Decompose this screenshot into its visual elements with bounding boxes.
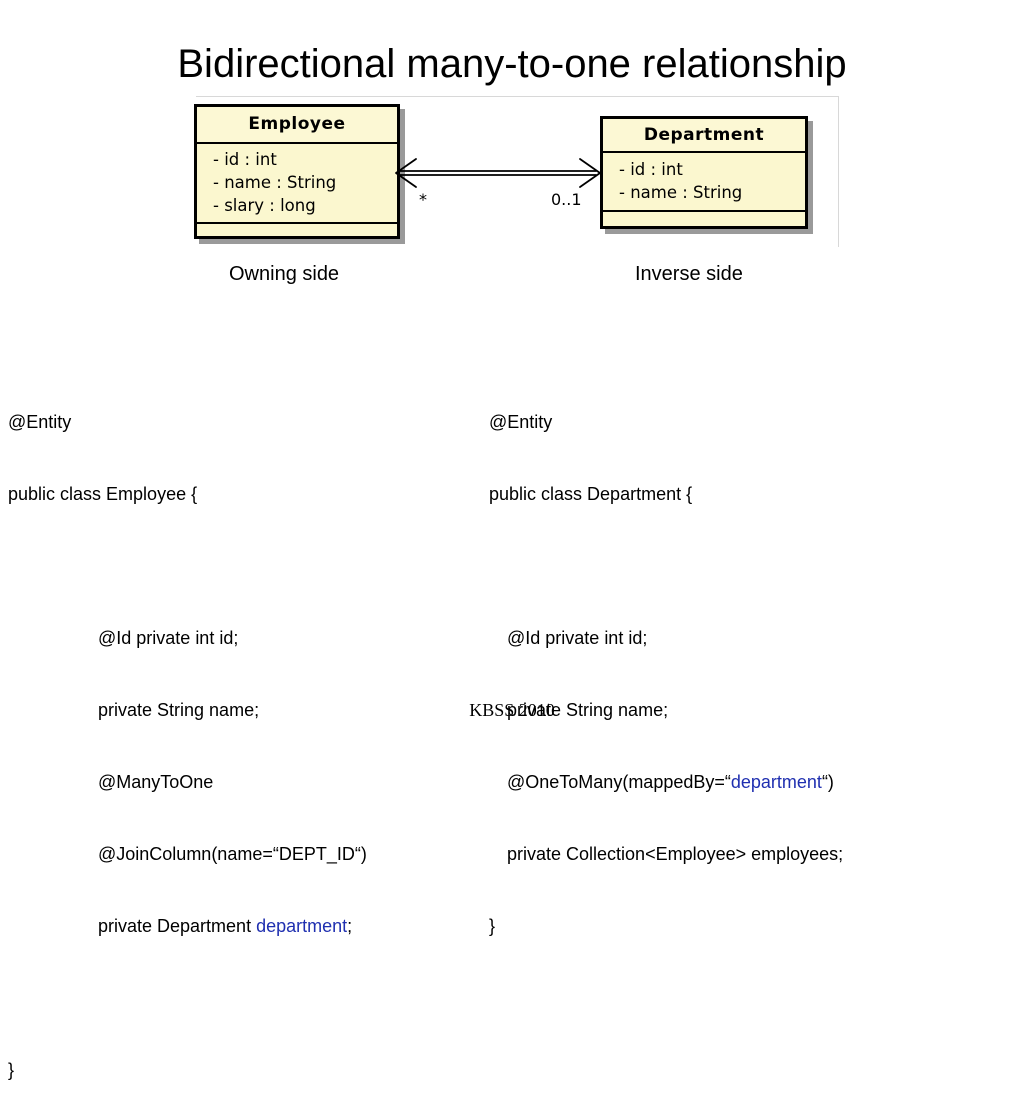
employee-attr-slary: - slary : long (213, 196, 316, 215)
code-line: @OneToMany(mappedBy=“department“) (489, 770, 843, 794)
code-text: “) (821, 772, 834, 792)
code-line: @JoinColumn(name=“DEPT_ID“) (98, 844, 367, 864)
code-line: private String name; (98, 700, 260, 720)
code-highlight: department (256, 916, 348, 936)
slide-title: Bidirectional many-to-one relationship (177, 42, 847, 86)
department-code-block: @Entity public class Department { @Id pr… (489, 362, 843, 962)
arrowhead-right-icon (579, 158, 601, 188)
code-blank-line (8, 986, 367, 1010)
employee-attributes: - id : int - name : String - slary : lon… (197, 144, 397, 222)
code-text: @OneToMany(mappedBy=“ (507, 772, 731, 792)
employee-code-block: @Entity public class Employee { @Id priv… (8, 362, 367, 1106)
code-line: private Collection<Employee> employees; (507, 844, 844, 864)
inverse-side-label: Inverse side (635, 263, 743, 285)
department-attributes: - id : int - name : String (603, 153, 805, 210)
code-line: private Department department; (8, 914, 367, 938)
code-line: @Id private int id; (98, 628, 239, 648)
code-line: public class Employee { (8, 484, 198, 504)
multiplicity-many: * (419, 190, 427, 209)
employee-attr-name: - name : String (213, 173, 337, 192)
employee-attr-id: - id : int (213, 150, 277, 169)
code-blank-line (8, 554, 367, 578)
footer-text: KBSS 2010 (469, 700, 555, 720)
department-class-box: Department - id : int - name : String (600, 116, 808, 229)
uml-canvas-frame (196, 96, 839, 247)
code-text: ; (347, 916, 353, 936)
code-line: @Entity (489, 412, 553, 432)
code-line: private String name; (507, 700, 669, 720)
code-blank-line (489, 554, 843, 578)
department-class-name: Department (603, 119, 805, 153)
code-line: @Id private int id; (507, 628, 648, 648)
multiplicity-zero-one: 0..1 (551, 190, 582, 209)
arrowhead-left-icon (395, 158, 417, 188)
department-attr-id: - id : int (619, 160, 683, 179)
owning-side-label: Owning side (229, 263, 340, 285)
employee-class-name: Employee (197, 107, 397, 144)
code-line: @ManyToOne (98, 772, 214, 792)
department-attr-name: - name : String (619, 183, 743, 202)
code-line: @Entity (8, 412, 72, 432)
code-line: } (8, 1060, 15, 1080)
department-operations-compartment (603, 210, 805, 227)
employee-class-box: Employee - id : int - name : String - sl… (194, 104, 400, 239)
code-line: } (489, 916, 496, 936)
code-line: public class Department { (489, 484, 693, 504)
employee-operations-compartment (197, 222, 397, 236)
code-text: private Department (98, 916, 257, 936)
code-highlight: department (730, 772, 822, 792)
